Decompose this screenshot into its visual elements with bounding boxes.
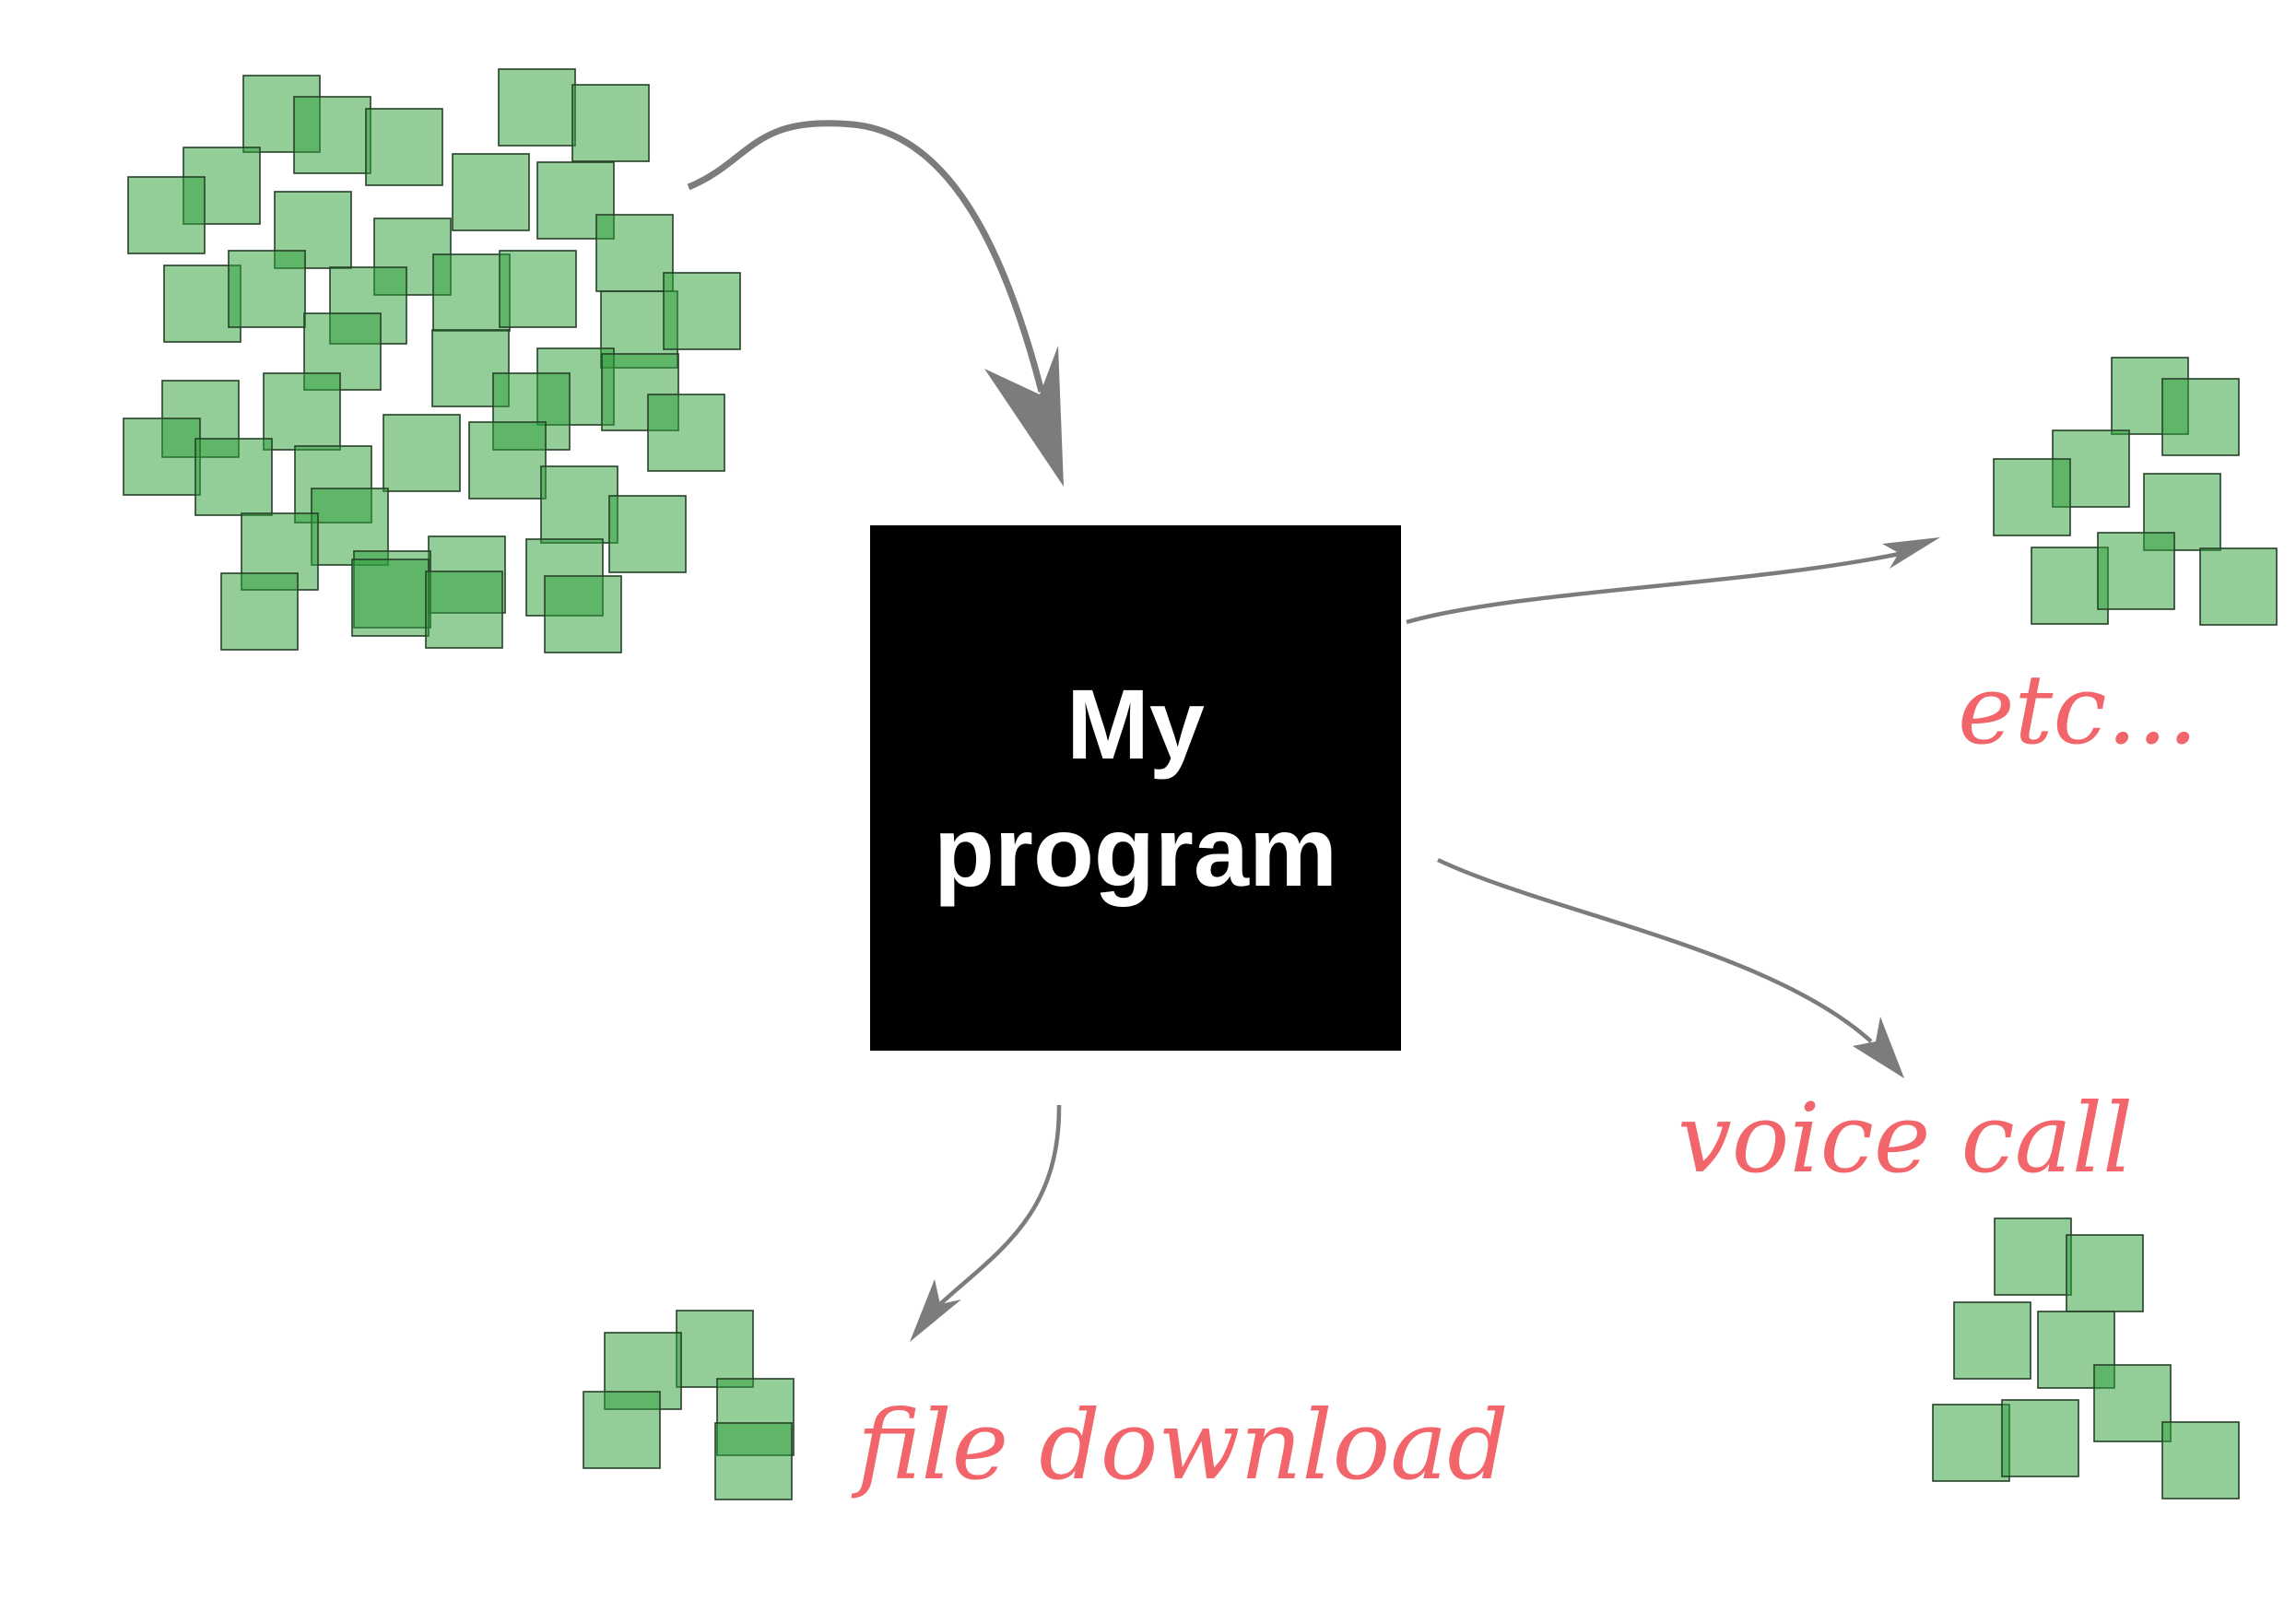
packet-square-icon bbox=[583, 1391, 661, 1469]
packet-square-icon bbox=[2161, 1421, 2240, 1500]
packet-square-icon bbox=[676, 1310, 754, 1388]
packet-square-icon bbox=[263, 372, 341, 451]
packet-square-icon bbox=[123, 418, 201, 496]
packet-square-icon bbox=[351, 559, 430, 637]
packet-square-icon bbox=[1953, 1301, 2031, 1380]
input-arrowhead-icon bbox=[984, 346, 1064, 487]
input-arrow-curve bbox=[687, 120, 1045, 393]
voice-call-packet-cluster bbox=[1932, 1217, 2240, 1500]
packet-square-icon bbox=[293, 96, 371, 174]
packet-square-icon bbox=[452, 153, 530, 231]
file-download-label: file download bbox=[857, 1389, 1509, 1501]
program-label: My program bbox=[933, 667, 1338, 907]
packet-square-icon bbox=[2097, 532, 2175, 610]
voice-call-label: voice call bbox=[1678, 1082, 2134, 1194]
packet-square-icon bbox=[2199, 547, 2278, 626]
packet-square-icon bbox=[2161, 378, 2240, 456]
voice-call-arrow-curve bbox=[1437, 857, 1873, 1043]
packet-square-icon bbox=[194, 438, 273, 516]
packet-square-icon bbox=[498, 68, 576, 147]
etc-label: etc... bbox=[1958, 653, 2198, 766]
etc-packet-cluster bbox=[1993, 357, 2278, 626]
my-program-box: My program bbox=[870, 525, 1401, 1051]
packet-square-icon bbox=[647, 394, 725, 472]
packet-square-icon bbox=[1993, 458, 2071, 536]
packet-square-icon bbox=[432, 253, 511, 332]
packet-square-icon bbox=[499, 250, 577, 328]
packet-square-icon bbox=[2066, 1234, 2144, 1312]
packet-square-icon bbox=[595, 214, 674, 292]
packet-square-icon bbox=[127, 176, 206, 254]
packet-square-icon bbox=[2031, 547, 2109, 625]
file-download-arrow bbox=[910, 1104, 1062, 1342]
packet-square-icon bbox=[571, 84, 650, 162]
packet-square-icon bbox=[220, 572, 299, 651]
file-download-arrow-curve bbox=[938, 1104, 1062, 1306]
packet-square-icon bbox=[2001, 1399, 2079, 1477]
packet-square-icon bbox=[383, 414, 461, 492]
etc-arrow-curve bbox=[1406, 550, 1904, 625]
voice-call-arrow bbox=[1437, 857, 1904, 1078]
packet-square-icon bbox=[1994, 1217, 2072, 1296]
packet-square-icon bbox=[163, 265, 241, 343]
packet-square-icon bbox=[365, 108, 443, 186]
packet-square-icon bbox=[663, 272, 741, 350]
file-download-packet-cluster bbox=[583, 1310, 795, 1500]
packet-square-icon bbox=[1932, 1404, 2010, 1482]
packet-square-icon bbox=[228, 250, 306, 328]
file-download-arrowhead-icon bbox=[910, 1279, 961, 1342]
packet-square-icon bbox=[544, 575, 622, 653]
packet-square-icon bbox=[714, 1422, 793, 1500]
packet-square-icon bbox=[2093, 1364, 2172, 1442]
packet-square-icon bbox=[468, 421, 547, 500]
packet-square-icon bbox=[540, 465, 618, 544]
etc-arrow bbox=[1406, 537, 1940, 625]
voice-call-arrowhead-icon bbox=[1853, 1017, 1904, 1078]
packet-square-icon bbox=[425, 570, 503, 649]
input-arrow bbox=[687, 120, 1064, 487]
input-packet-cloud bbox=[123, 68, 741, 653]
etc-arrowhead-icon bbox=[1882, 537, 1940, 569]
packet-square-icon bbox=[608, 495, 687, 573]
